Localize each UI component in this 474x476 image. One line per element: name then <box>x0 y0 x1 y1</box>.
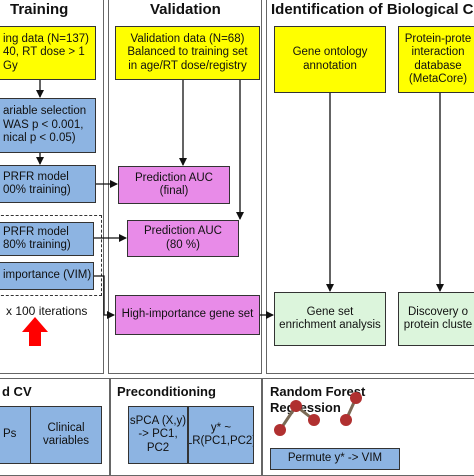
snps-box: Ps <box>0 406 30 464</box>
tree-node <box>350 392 362 404</box>
clinical-variables-box: Clinical variables <box>30 406 102 464</box>
enrichment-analysis-box: Gene set enrichment analysis <box>274 292 386 346</box>
permute-vim-box: Permute y* -> VIM <box>270 448 400 470</box>
lr-box: y* ~ LR(PC1,PC2) <box>188 406 254 464</box>
iteration-dashed-frame <box>0 215 102 296</box>
prfr-model-full-box: PRFR model 00% training) <box>0 165 96 203</box>
biology-title: Identification of Biological Corr <box>271 1 474 18</box>
prediction-auc-final-box: Prediction AUC (final) <box>118 166 230 204</box>
training-data-box: ing data (N=137) 40, RT dose > 1 Gy <box>0 26 96 80</box>
tree-node <box>274 424 286 436</box>
high-importance-gene-set-box: High-importance gene set <box>115 295 260 335</box>
validation-title: Validation <box>150 1 221 18</box>
cv-title: d CV <box>2 384 32 399</box>
validation-data-box: Validation data (N=68) Balanced to train… <box>115 26 260 80</box>
prfr-model-80-box: PRFR model 80% training) <box>0 222 94 256</box>
tree-graphic <box>274 392 362 436</box>
gene-ontology-box: Gene ontology annotation <box>274 26 386 93</box>
tree-node <box>308 414 320 426</box>
importance-box: importance (VIM) <box>0 262 94 290</box>
variable-selection-box: ariable selection WAS p < 0.001, nical p… <box>0 98 96 153</box>
training-title: Training <box>10 1 69 18</box>
protein-cluster-box: Discovery o protein cluste <box>398 292 474 346</box>
tree-node <box>340 414 352 426</box>
iterations-label: x 100 iterations <box>6 304 88 318</box>
preconditioning-title: Preconditioning <box>117 384 216 399</box>
prediction-auc-80-box: Prediction AUC (80 %) <box>127 220 239 257</box>
iteration-red-arrow <box>22 317 48 346</box>
arrow-vim-to-gene-set <box>94 275 115 319</box>
ppi-database-box: Protein-prote interaction database (Meta… <box>398 26 474 93</box>
tree-node <box>290 400 302 412</box>
spca-box: sPCA (X,y) -> PC1, PC2 <box>128 406 188 464</box>
